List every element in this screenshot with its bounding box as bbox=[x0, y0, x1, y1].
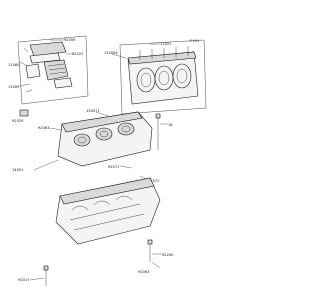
callout-9: 92063 bbox=[38, 126, 49, 130]
callout-16: 92017 bbox=[18, 278, 29, 282]
callout-15: 92063 bbox=[138, 270, 149, 274]
crankcase-upper bbox=[19, 109, 168, 181]
callout-13: 92071 bbox=[148, 179, 159, 183]
callout-12: 92071 bbox=[108, 165, 119, 169]
reed-valve-group bbox=[17, 35, 89, 105]
callout-7: 130071 bbox=[86, 109, 100, 113]
crankcase-upper-rim bbox=[61, 111, 143, 133]
reed-valve-block bbox=[43, 59, 69, 81]
diagram-ref-code: E161 bbox=[190, 39, 199, 43]
crankcase-lower bbox=[29, 177, 162, 286]
crank-journal-2 bbox=[95, 127, 113, 141]
cylinder-top-face bbox=[127, 51, 197, 65]
cylinder-bore-1 bbox=[136, 67, 156, 93]
callout-11: 14001 bbox=[12, 168, 23, 172]
crank-journal-3 bbox=[117, 122, 135, 136]
reed-bolt-1 bbox=[23, 47, 29, 53]
cylinder-group bbox=[111, 39, 207, 115]
callout-10: 92029 bbox=[12, 119, 24, 123]
callout-14: 92200 bbox=[162, 253, 174, 257]
parts-diagram: E161 92009 92022 11060 11009 bbox=[8, 35, 207, 286]
reed-gasket-lower bbox=[53, 77, 73, 89]
reed-gasket bbox=[25, 63, 41, 79]
cylinder-frame bbox=[119, 39, 207, 115]
reed-bolt-2 bbox=[25, 89, 33, 93]
callout-5: 11021 bbox=[160, 42, 171, 46]
cylinder-bore-3 bbox=[172, 63, 192, 89]
callout-6: 110004 bbox=[104, 51, 118, 55]
callout-3: 11060 bbox=[8, 63, 20, 67]
reed-valve-plate bbox=[29, 52, 61, 64]
callout-2: 92022 bbox=[72, 52, 83, 56]
reed-valve-cover bbox=[29, 41, 67, 57]
callout-4: 11009 bbox=[8, 85, 20, 89]
plug-part bbox=[19, 109, 29, 117]
cylinder-bore-2 bbox=[154, 65, 174, 91]
crank-journal-1 bbox=[73, 133, 91, 147]
callout-8: 16 bbox=[168, 123, 173, 127]
callout-1: 92009 bbox=[64, 38, 76, 42]
reed-valve-frame bbox=[17, 35, 89, 105]
crankcase-lower-rim bbox=[59, 177, 155, 205]
